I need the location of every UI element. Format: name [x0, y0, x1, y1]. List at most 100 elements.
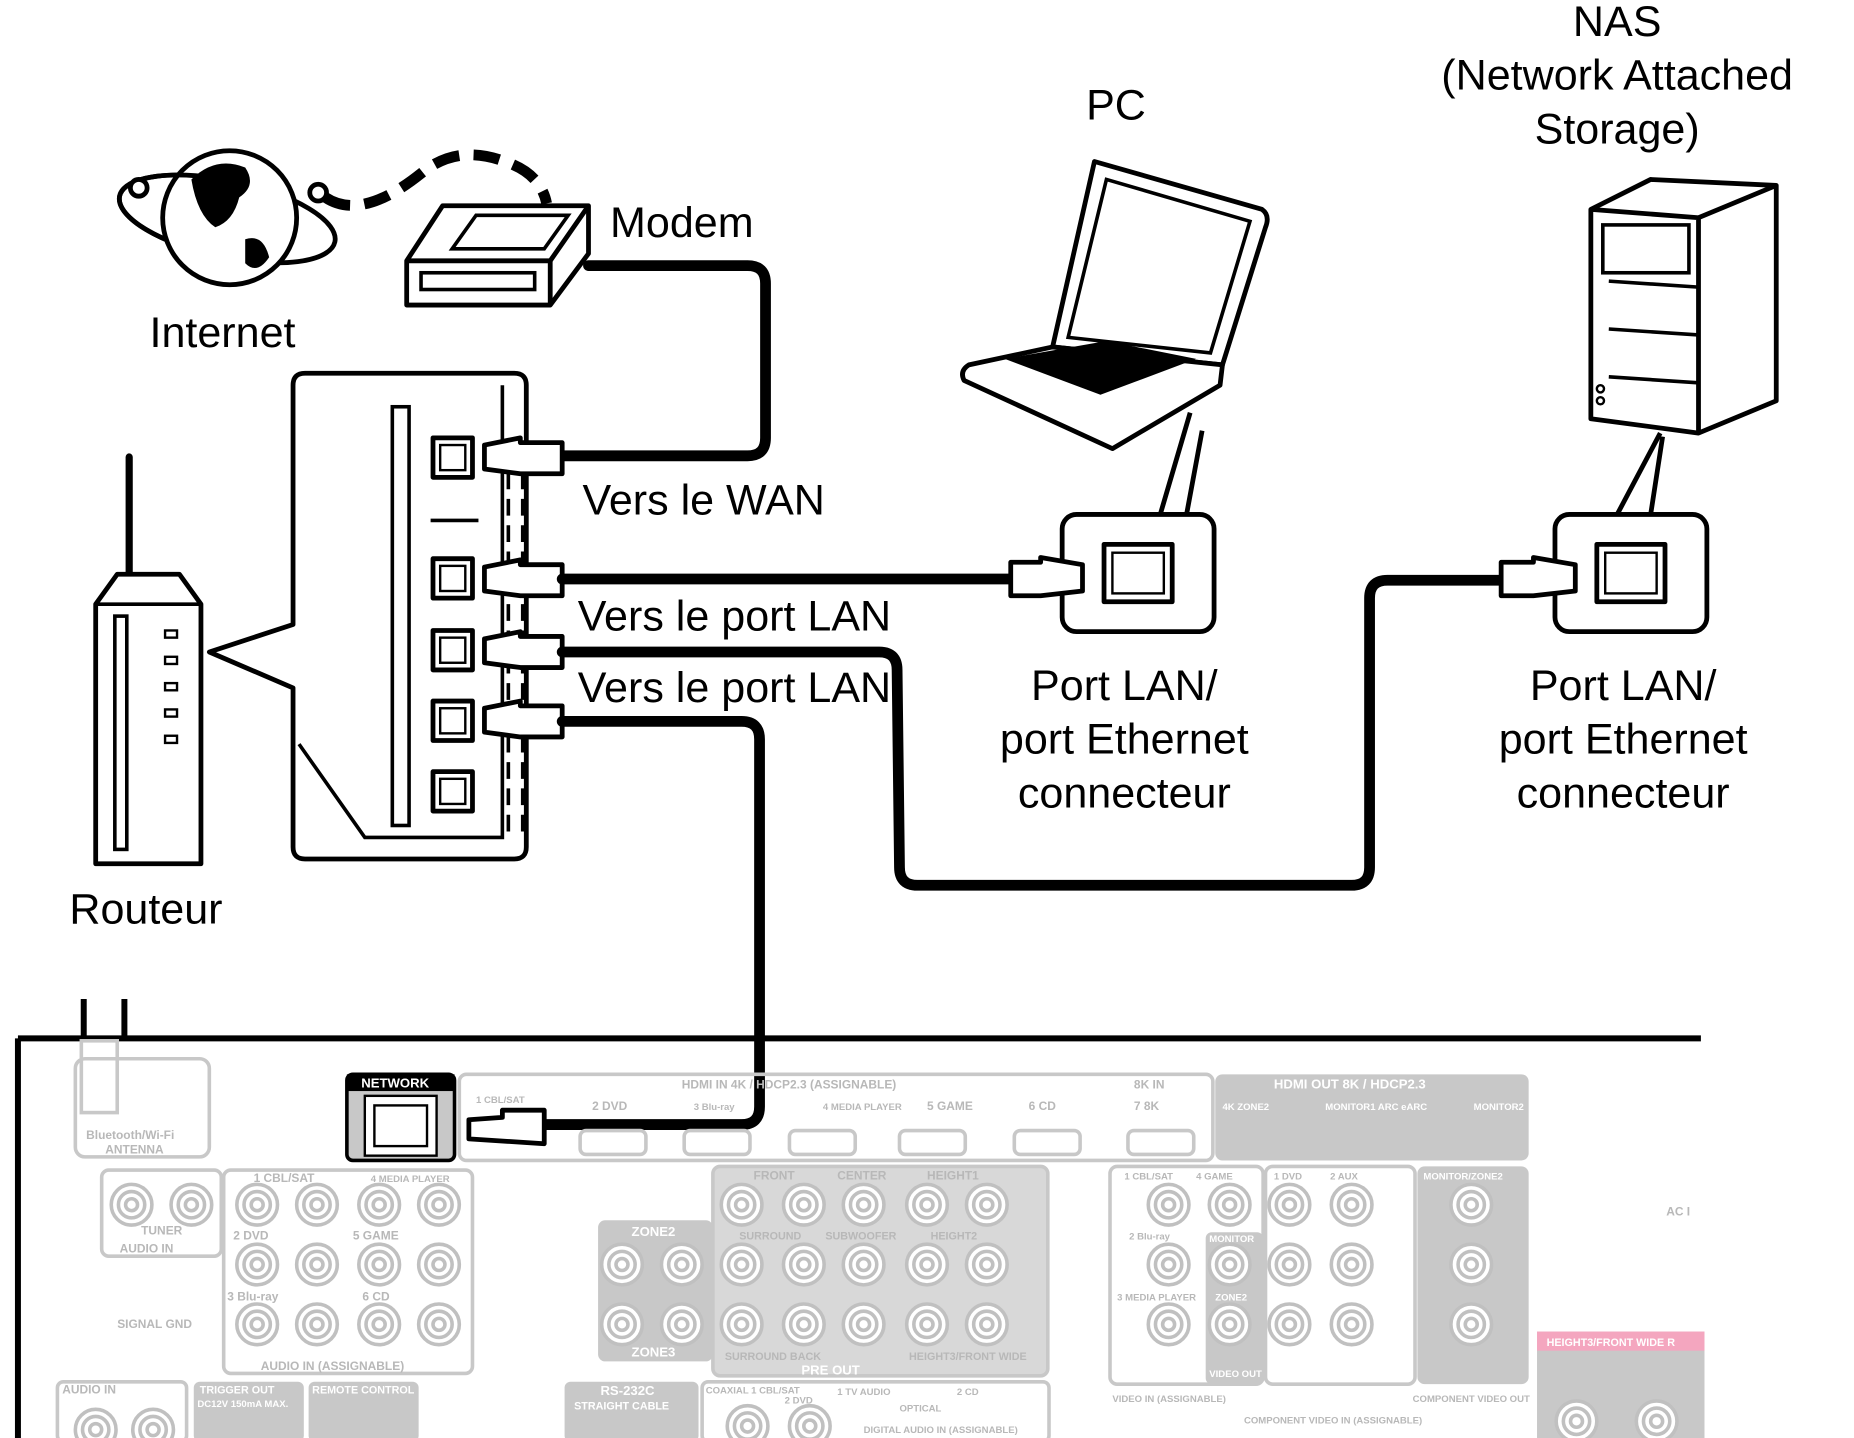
rca-jack-icon: [971, 1249, 1002, 1280]
rca-jack-icon: [116, 1189, 147, 1220]
hdmi-7-label: 7 8K: [1134, 1099, 1160, 1113]
nas-tower-icon: [1588, 177, 1779, 436]
rca-jack-icon: [912, 1249, 942, 1280]
rca-jack-icon: [674, 1256, 690, 1273]
rca-jack-icon: [364, 1189, 395, 1220]
nas-lan-cable: [556, 574, 1507, 891]
rca-jack-icon: [732, 1411, 763, 1438]
trigger-spec-label: DC12V 150mA MAX.: [197, 1399, 288, 1410]
rca-jack-icon: [796, 1256, 812, 1273]
rca-jack-icon: [739, 1418, 756, 1434]
rca-jack-icon: [855, 1256, 872, 1273]
rca-jack-icon: [912, 1309, 942, 1340]
rca-jack-icon: [971, 1309, 1002, 1340]
rca-jack-icon: [919, 1316, 935, 1333]
to-lan-label-2: Vers le port LAN: [578, 664, 891, 712]
hdmi-input-label: 2 DVD: [592, 1099, 628, 1113]
rca-jack-icon: [431, 1256, 447, 1273]
to-lan-label-1: Vers le port LAN: [578, 592, 891, 640]
rca-jack-icon: [614, 1316, 630, 1333]
rca-jack-icon: [1456, 1249, 1487, 1280]
rca-jack-icon: [309, 1256, 325, 1273]
rca-jack-icon: [726, 1309, 757, 1340]
rca-jack-icon: [1221, 1316, 1238, 1333]
pre-out-title: PRE OUT: [801, 1363, 859, 1378]
rca-jack-icon: [1343, 1256, 1360, 1273]
rca-jack-icon: [912, 1189, 942, 1220]
audio-input-label: 6 CD: [362, 1289, 390, 1303]
rca-jack-icon: [971, 1189, 1002, 1220]
pre-out-label: HEIGHT2: [931, 1230, 978, 1242]
pc-ethernet-plug-icon: [1008, 555, 1085, 599]
rca-jack-icon: [424, 1189, 454, 1220]
antenna-panel: [73, 1056, 212, 1159]
nas-ethernet-plug-icon: [1498, 555, 1578, 599]
modem-label: Modem: [610, 199, 754, 247]
video-input-label: 4 GAME: [1196, 1172, 1233, 1183]
router-ports-callout: [206, 370, 529, 862]
rca-jack-icon: [371, 1196, 387, 1213]
video-out-label: VIDEO OUT: [1209, 1369, 1262, 1380]
rca-jack-icon: [309, 1196, 325, 1213]
rca-jack-icon: [431, 1316, 447, 1333]
hdmi-in-label: HDMI IN 4K / HDCP2.3 (ASSIGNABLE): [682, 1078, 897, 1092]
rs232-label: RS-232C: [600, 1383, 655, 1398]
nas-lan-port: [1552, 512, 1710, 635]
audio-input-label: 3 Blu-ray: [227, 1289, 278, 1303]
digital-audio-label: DIGITAL AUDIO IN (ASSIGNABLE): [864, 1425, 1018, 1436]
digital-input-label: 1 TV AUDIO: [837, 1387, 891, 1398]
rca-jack-icon: [848, 1189, 879, 1220]
hdmi-out-panel: [1215, 1074, 1529, 1161]
hdmi-in-panel: [457, 1072, 1215, 1163]
rca-jack-icon: [1463, 1316, 1480, 1333]
rca-jack-icon: [607, 1309, 637, 1340]
rca-jack-icon: [1214, 1309, 1245, 1340]
rca-jack-icon: [725, 1403, 770, 1438]
rca-jack-icon: [787, 1403, 832, 1438]
rca-jack-icon: [1274, 1189, 1305, 1220]
component-out-sub-label: MONITOR/ZONE2: [1423, 1172, 1502, 1183]
rca-jack-icon: [424, 1249, 454, 1280]
rca-jack-icon: [1153, 1189, 1184, 1220]
pre-out-label: CENTER: [837, 1169, 887, 1183]
pc-lan-port: [1059, 512, 1217, 635]
rca-jacks: [73, 1182, 1679, 1438]
rca-jack-icon: [733, 1256, 750, 1273]
pc-port-label-3: connecteur: [1018, 770, 1231, 818]
zone2-label: ZONE2: [632, 1224, 676, 1239]
phono-audio-label: AUDIO IN: [62, 1383, 116, 1397]
rca-jack-icon: [242, 1249, 273, 1280]
wan-cable: [556, 260, 771, 462]
video-out-item-label: ZONE2: [1215, 1292, 1247, 1303]
rca-jack-icon: [1568, 1413, 1585, 1430]
rca-jack-icon: [1561, 1406, 1592, 1437]
rca-jack-icon: [1160, 1256, 1177, 1273]
video-out-item-label: MONITOR: [1209, 1234, 1254, 1245]
component-input-label: 1 DVD: [1274, 1172, 1302, 1183]
nas-label: NAS: [1573, 0, 1662, 46]
rca-jack-icon: [1153, 1309, 1184, 1340]
rca-jack-icon: [364, 1309, 395, 1340]
rca-jack-icon: [138, 1414, 169, 1438]
video-input-label: 2 Blu-ray: [1129, 1231, 1171, 1242]
rca-jack-icon: [183, 1196, 200, 1213]
rca-jack-icon: [726, 1189, 757, 1220]
nas-port-label-2: port Ethernet: [1499, 716, 1748, 764]
internet-label: Internet: [150, 309, 296, 357]
audio-input-label: 4 MEDIA PLAYER: [371, 1174, 450, 1185]
router-icon: [93, 453, 204, 867]
rca-jack-icon: [1336, 1249, 1367, 1280]
rca-jack-icon: [431, 1196, 447, 1213]
pc-label: PC: [1086, 82, 1146, 130]
audio-in-label: AUDIO IN: [120, 1242, 174, 1256]
rca-jack-icon: [249, 1316, 265, 1333]
rca-jack-icon: [1343, 1316, 1360, 1333]
rca-jack-icon: [1221, 1256, 1238, 1273]
nas-callout-lines: [1615, 431, 1665, 516]
rca-jack-icon: [87, 1421, 104, 1438]
pc-port-label-2: port Ethernet: [1000, 716, 1249, 764]
audio-input-label: 5 GAME: [353, 1228, 399, 1242]
antenna-label: Bluetooth/Wi-Fi: [86, 1128, 174, 1142]
receiver-lan-cable: [538, 716, 765, 1130]
